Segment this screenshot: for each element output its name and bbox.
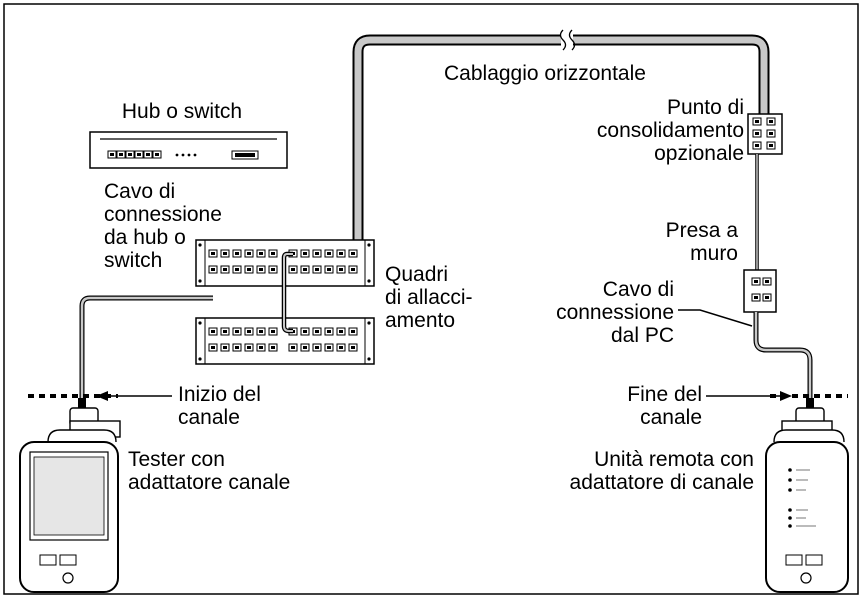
tester-label: Tester con adattatore canale	[128, 448, 291, 494]
tester-device	[19, 407, 121, 593]
channel-end-label: Fine del canale	[627, 383, 702, 429]
diagram-frame	[3, 3, 859, 595]
pc-patch-cord	[753, 312, 814, 412]
consolidation-point-label: Punto di consolidamento opzionale	[596, 96, 744, 165]
horizontal-cabling-label: Cablaggio orizzontale	[444, 62, 646, 85]
pc-patch-cord-pointer	[678, 309, 753, 327]
horizontal-cable	[352, 29, 770, 252]
hub-switch	[89, 131, 288, 169]
wall-outlet	[743, 269, 777, 313]
tester-patch-cord	[78, 295, 213, 412]
channel-start-label: Inizio del canale	[178, 383, 261, 429]
remote-device	[765, 407, 849, 593]
pc-patch-cord-label: Cavo di connessione dal PC	[556, 278, 674, 347]
wall-outlet-label: Presa a muro	[665, 219, 738, 265]
consolidation-point	[747, 113, 783, 155]
patch-panels-label: Quadri di allacci- amento	[385, 263, 473, 332]
channel-end-marker	[706, 391, 848, 401]
channel-start-marker	[28, 391, 172, 401]
hub-patch-cord-label: Cavo di connessione da hub o switch	[104, 180, 222, 272]
remote-label: Unità remota con adattatore di canale	[569, 448, 754, 494]
hub-switch-label: Hub o switch	[121, 100, 243, 123]
